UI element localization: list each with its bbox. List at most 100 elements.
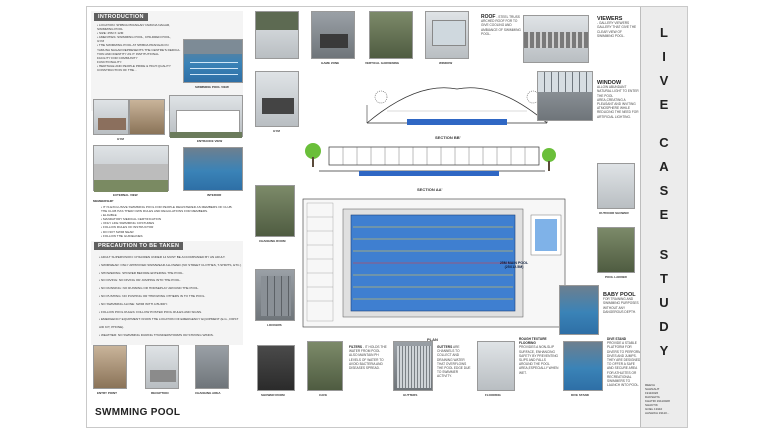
gutters-caption: GUTTERS bbox=[403, 393, 418, 397]
vertical-gardening-caption: VERTICAL GARDENING bbox=[365, 61, 400, 65]
intro-line: • LOCATION: SHIBDA PRANGAN YAMUNA NAGAR, bbox=[97, 23, 171, 27]
precautions-title: PRECAUTION TO BE TAKEN bbox=[94, 242, 184, 250]
cafe-photo bbox=[307, 341, 343, 391]
author-line: KHATRI 19110028 bbox=[645, 399, 670, 403]
gym-photo-1 bbox=[93, 99, 129, 135]
section-bb-water bbox=[407, 119, 507, 125]
pool-view-photo bbox=[183, 39, 243, 83]
side-letter: A bbox=[659, 159, 669, 174]
intro-line: YAMUNA NAGAR REPRESENTS THE CENTRE'S DED… bbox=[97, 47, 181, 52]
reception-caption: RECEPTION bbox=[151, 391, 169, 395]
entry-point-photo bbox=[93, 345, 127, 389]
intro-line: GYM bbox=[97, 39, 105, 44]
precaution-line: • NO DIVING: NO DIVING OR JUMPING INTO T… bbox=[99, 278, 181, 283]
changing-room-photo bbox=[255, 185, 295, 237]
baby-pool-title: BABY POOL bbox=[603, 292, 636, 298]
membership-line: • FOLLOW RULES OF INSTRUCTOR bbox=[101, 225, 154, 230]
roof-note: ROOF - STEEL TRUSS ARCHED ROOF FOR TO GI… bbox=[481, 15, 525, 36]
intro-line: SWIMMING POOL bbox=[97, 27, 123, 32]
author-line: SAHNAHT bbox=[645, 387, 660, 391]
author-line: GOEL 19110 bbox=[645, 407, 663, 411]
changing-area-photo bbox=[195, 345, 229, 389]
lane-ropes bbox=[353, 226, 513, 300]
precautions-text: • ADULT SUPERVISION: CHILDREN UNDER 14 M… bbox=[99, 254, 243, 340]
pool-label: 25M MAIN POOL (25X12.5M) bbox=[479, 261, 549, 269]
viewers-photo bbox=[523, 15, 589, 63]
outdoor-shower-photo bbox=[597, 163, 635, 209]
side-letter: S bbox=[659, 183, 669, 198]
gutters-text: ARE CHANNELS TO COLLECT AND DRAINING WAT… bbox=[437, 345, 471, 379]
intro-line: CONSTRUCTION OF THE... bbox=[97, 68, 137, 73]
membership-label: MEMBERSHIP bbox=[93, 199, 114, 203]
intro-line: • AMENITIES: SWIMMING POOL, CHILDREN POO… bbox=[97, 35, 171, 40]
precaution-line: • EMERGENCY EQUIPMENT: KNOW THE LOCATION… bbox=[99, 317, 239, 322]
introduction-title: INTRODUCTION bbox=[94, 13, 148, 21]
side-letter: E bbox=[659, 207, 669, 222]
external-view-caption: EXTERNAL VIEW bbox=[113, 193, 138, 197]
membership-line: • MANDATORY MEDICAL CERTIFICATION bbox=[101, 217, 162, 222]
side-letter: Y bbox=[659, 343, 669, 358]
flooring-title: ROUGH TEXTURE FLOORING bbox=[519, 337, 547, 346]
introduction-text: • LOCATION: SHIBDA PRANGAN YAMUNA NAGAR,… bbox=[97, 23, 242, 72]
tree-left bbox=[305, 143, 321, 159]
tree-right bbox=[542, 148, 556, 162]
membership-line: • DO NOT SWIM NEAR bbox=[101, 229, 134, 234]
entry-point-caption: ENTRY POINT bbox=[97, 391, 118, 395]
precaution-line: • SHOWERING: SHOWER BEFORE ENTERING THE … bbox=[99, 270, 184, 275]
roof-text: - STEEL TRUSS ARCHED ROOF FOR TO GIVE CO… bbox=[481, 15, 521, 36]
dive-stand-title: DIVE STAND bbox=[607, 337, 627, 341]
section-aa-water bbox=[359, 171, 499, 176]
baby-pool-note: BABY POOL FOR TRAINING AND SWIMMING PURP… bbox=[603, 292, 639, 314]
gutters-photo bbox=[393, 341, 433, 391]
interior-photo bbox=[183, 147, 243, 191]
gutters-title: GUTTERS bbox=[437, 345, 453, 349]
flooring-text: PROVIDES A NON-SLIP SURFACE, ENHANCING S… bbox=[519, 345, 559, 375]
roof-arch bbox=[366, 87, 548, 124]
membership-line: • IT IS EXCLUSIVE SWIMMING POOL FOR PEOP… bbox=[101, 205, 233, 209]
membership-line: THE CLUB HAS THEIR OWN RULES AND REGULAT… bbox=[101, 209, 208, 214]
pool-ladder-caption: POOL LADDER bbox=[605, 275, 627, 279]
side-letter: U bbox=[659, 295, 669, 310]
gym-interior-caption: GYM bbox=[273, 129, 280, 133]
viewers-text: - GALLERY VIEWERS GALLERY THAT GIVE THE … bbox=[597, 21, 637, 38]
cafe-caption: CAFE bbox=[319, 393, 328, 397]
intro-line: • HERITAGE AND PEOPLE PRIDE & HIGH QUALI… bbox=[97, 63, 171, 68]
live-case-study-column: L I V E C A S E S T U D Y REEVA SAHNAHT … bbox=[640, 7, 687, 427]
side-letter: D bbox=[659, 319, 669, 334]
intro-line: FACILITY FOR COMMUNITY bbox=[97, 55, 138, 60]
baby-pool-text: FOR TRAINING AND SWIMMING PURPOSES WITHO… bbox=[603, 297, 639, 314]
precaution-line: • WEATHER: NO SWIMMING DURING THUNDERSTO… bbox=[99, 332, 214, 337]
top-photo-building bbox=[255, 11, 299, 59]
window-caption: WINDOW bbox=[439, 61, 453, 65]
window-interior-photo bbox=[537, 71, 593, 121]
plan-drawing bbox=[302, 198, 566, 328]
dive-stand-caption: DIVE STAND bbox=[571, 393, 589, 397]
section-aa-drawing bbox=[305, 143, 556, 176]
section-aa-label: SECTION AA' bbox=[417, 187, 443, 192]
interior-caption: INTERIOR bbox=[207, 193, 222, 197]
changing-area-caption: CHANGING AREA bbox=[195, 391, 221, 395]
viewers-note: VIEWERS - GALLERY VIEWERS GALLERY THAT G… bbox=[597, 16, 639, 38]
gym-caption: GYM bbox=[117, 137, 124, 141]
membership-line: • ONLY LIFE SWIMMING COSTUMES bbox=[101, 221, 155, 226]
intro-line: FUNCTIONALITY. bbox=[97, 59, 123, 64]
side-letter: I bbox=[662, 49, 666, 64]
author-line: SHAKTIK bbox=[645, 403, 658, 407]
filters-title: FILTERS bbox=[349, 345, 363, 349]
changing-room-caption: CHANGING ROOM bbox=[259, 239, 286, 243]
gutters-note: GUTTERS ARE CHANNELS TO COLLECT AND DRAI… bbox=[437, 345, 473, 379]
entrance-view-photo bbox=[169, 95, 243, 138]
pool-view-caption: SWIMMING POOL VIEW bbox=[195, 85, 229, 89]
filters-note: FILTERS - IT HOLDS THE WATER FROM POOL A… bbox=[349, 345, 389, 370]
side-letter: T bbox=[660, 271, 668, 286]
precaution-line: AID KIT, PHONE). bbox=[99, 325, 125, 330]
roof-detail-left bbox=[374, 90, 388, 104]
window-photo bbox=[425, 11, 469, 59]
precaution-line: • FOLLOW POOL RULES: FOLLOW POSTED POOL … bbox=[99, 309, 202, 314]
author-line: DAKSHITA bbox=[645, 395, 660, 399]
membership-text: • IT IS EXCLUSIVE SWIMMING POOL FOR PEOP… bbox=[101, 205, 245, 238]
game-zone-photo bbox=[311, 11, 355, 59]
lockers-photo bbox=[255, 269, 295, 321]
section-bb-drawing bbox=[366, 87, 548, 125]
side-letter: L bbox=[660, 25, 668, 40]
